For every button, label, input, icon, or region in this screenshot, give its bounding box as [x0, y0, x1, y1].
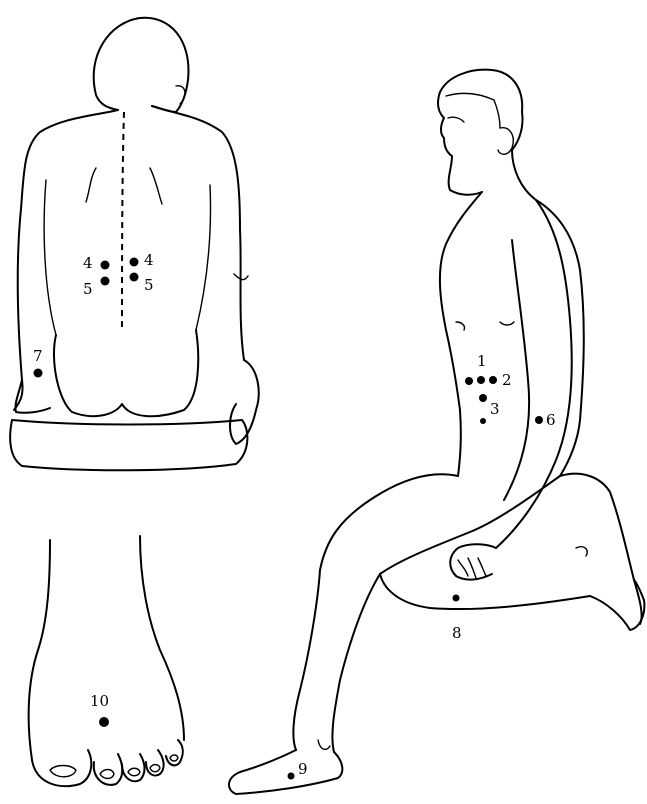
side-lower-leg: [293, 570, 380, 752]
side-eye: [448, 117, 464, 122]
seat-cushion: [10, 420, 247, 470]
side-fist-knuckles: [458, 558, 486, 578]
label-10: 10: [90, 692, 109, 710]
acupoint-markers: [34, 258, 544, 780]
point-1-a: [465, 377, 473, 385]
acupoint-labels: 4 4 5 5 7 1 2 3 6 8 9 10: [33, 251, 556, 778]
label-3: 3: [490, 400, 500, 418]
back-left-scapula: [86, 168, 96, 202]
fourth-toenail: [150, 765, 160, 772]
point-5-right: [130, 273, 139, 282]
back-view-figure: [10, 18, 259, 471]
label-4-left: 4: [83, 254, 93, 272]
back-right-scapula: [150, 168, 162, 204]
back-hips-outline: [54, 330, 198, 416]
third-toenail: [128, 768, 140, 776]
third-toe: [122, 754, 145, 781]
side-thigh: [320, 474, 560, 574]
point-6: [535, 416, 543, 424]
foot-view-figure: [29, 536, 184, 786]
side-chest-front: [440, 192, 482, 476]
side-chest-mark: [456, 322, 465, 330]
little-toenail: [170, 755, 178, 761]
side-front-foot: [229, 750, 342, 794]
big-toenail: [50, 766, 76, 777]
point-4-left: [101, 261, 110, 270]
side-kneeling-thigh: [380, 574, 590, 609]
label-9: 9: [298, 760, 308, 778]
label-1: 1: [477, 352, 487, 370]
label-5-left: 5: [83, 280, 93, 298]
side-heel-mark: [576, 547, 587, 556]
point-1-b: [477, 376, 485, 384]
point-3: [479, 394, 487, 402]
back-right-hand: [230, 360, 259, 444]
side-head-outline: [438, 70, 523, 195]
side-ear: [498, 128, 513, 155]
side-hair-line: [446, 93, 500, 128]
back-left-arm-inner: [44, 180, 56, 335]
point-2: [489, 376, 497, 384]
point-7: [34, 369, 43, 378]
label-6: 6: [546, 411, 556, 429]
side-fist: [450, 544, 496, 579]
label-7: 7: [33, 347, 43, 365]
point-9: [288, 773, 295, 780]
second-toenail: [100, 770, 114, 779]
point-4-right: [130, 258, 139, 267]
side-view-figure: [229, 70, 644, 794]
back-right-arm-inner: [196, 185, 210, 330]
side-arm-inner: [504, 240, 529, 500]
spine-line: [122, 112, 124, 330]
point-3-lower: [480, 418, 486, 424]
big-toe: [32, 750, 91, 786]
back-head-outline: [94, 18, 189, 112]
side-navel-mark: [500, 322, 514, 325]
label-8: 8: [452, 624, 462, 642]
back-torso-outline: [14, 106, 244, 410]
point-10: [99, 717, 109, 727]
label-4-right: 4: [144, 251, 154, 269]
side-ankle-mark: [318, 740, 330, 749]
point-5-left: [101, 277, 110, 286]
point-8: [453, 595, 460, 602]
label-5-right: 5: [144, 276, 154, 294]
label-2: 2: [502, 371, 512, 389]
